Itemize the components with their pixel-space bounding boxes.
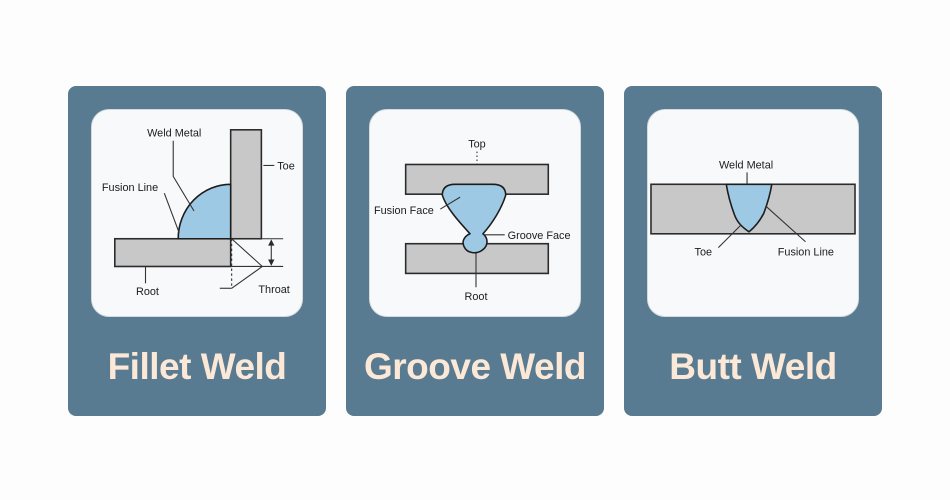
fusion-line-leader-line bbox=[766, 206, 806, 243]
fusion-line-leader-line bbox=[163, 193, 180, 233]
butt-weld-metal-shape bbox=[725, 183, 773, 233]
fusion-face-leader-line bbox=[440, 196, 461, 210]
fillet-label-fusion-line: Fusion Line bbox=[102, 182, 158, 194]
card-butt-weld: Weld Metal Toe Fusion Line Butt Weld bbox=[624, 86, 882, 416]
card-title-butt: Butt Weld bbox=[669, 345, 837, 387]
groove-label-top: Top bbox=[468, 139, 486, 151]
butt-label-weld-metal: Weld Metal bbox=[719, 159, 773, 171]
butt-diagram-panel: Weld Metal Toe Fusion Line bbox=[647, 109, 859, 317]
butt-label-fusion-line: Fusion Line bbox=[778, 247, 834, 259]
card-title-groove: Groove Weld bbox=[363, 345, 587, 387]
fillet-label-throat: Throat bbox=[258, 284, 289, 296]
card-fillet-weld: Weld Metal Fusion Line Toe Root Throat F… bbox=[68, 86, 326, 416]
dimension-arrow-up-icon bbox=[268, 239, 275, 246]
groove-label-groove-face: Groove Face bbox=[508, 230, 571, 242]
butt-weld-diagram: Weld Metal Toe Fusion Line bbox=[650, 159, 856, 259]
fillet-weld-diagram: Weld Metal Fusion Line Toe Root Throat bbox=[102, 128, 295, 298]
groove-diagram-panel: Top Fusion Face Groove Face Root bbox=[369, 109, 581, 317]
throat-triangle-upper-edge bbox=[231, 238, 263, 267]
weld-metal-leader-line bbox=[172, 140, 195, 212]
groove-weld-diagram: Top Fusion Face Groove Face Root bbox=[374, 139, 571, 304]
fillet-vertical-plate bbox=[229, 129, 263, 240]
toe-leader-line bbox=[717, 224, 742, 249]
cards-row: Weld Metal Fusion Line Toe Root Throat F… bbox=[68, 86, 882, 416]
fillet-label-root: Root bbox=[136, 286, 159, 298]
throat-triangle-lower-edge bbox=[231, 266, 263, 289]
groove-label-root: Root bbox=[464, 291, 487, 303]
fillet-label-weld-metal: Weld Metal bbox=[147, 128, 201, 140]
fillet-label-toe: Toe bbox=[277, 160, 295, 172]
groove-weld-metal-shape bbox=[441, 183, 507, 254]
card-groove-weld: Top Fusion Face Groove Face Root Groove … bbox=[346, 86, 604, 416]
butt-label-toe: Toe bbox=[695, 247, 713, 259]
groove-label-fusion-face: Fusion Face bbox=[374, 205, 434, 217]
card-title-fillet: Fillet Weld bbox=[107, 345, 287, 387]
fillet-horizontal-plate bbox=[114, 237, 232, 268]
dimension-arrow-down-icon bbox=[268, 259, 275, 266]
fillet-diagram-panel: Weld Metal Fusion Line Toe Root Throat bbox=[91, 109, 303, 317]
fillet-weld-metal-shape bbox=[177, 183, 232, 240]
